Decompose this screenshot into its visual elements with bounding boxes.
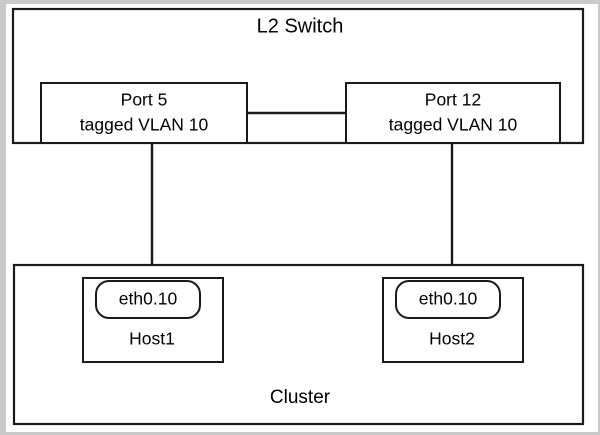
l2-switch-box <box>11 7 585 145</box>
host2-label: Host2 <box>429 329 475 349</box>
host2-interface-box <box>395 280 501 319</box>
host1-box <box>82 277 224 363</box>
host2-box <box>382 277 524 363</box>
l2-switch-label: L2 Switch <box>257 15 344 37</box>
port-5-line2: tagged VLAN 10 <box>80 115 209 135</box>
port-5-line1: Port 5 <box>121 90 168 110</box>
host1-interface-box <box>95 280 201 319</box>
cluster-box <box>12 263 585 426</box>
host1-interface-label: eth0.10 <box>119 289 178 309</box>
port-12-line2: tagged VLAN 10 <box>389 115 518 135</box>
host2-interface-label: eth0.10 <box>419 289 478 309</box>
port-12-line1: Port 12 <box>425 90 481 110</box>
port-12-box <box>345 82 561 144</box>
cluster-label: Cluster <box>270 387 331 408</box>
port-5-box <box>40 82 248 144</box>
host1-label: Host1 <box>129 329 175 349</box>
